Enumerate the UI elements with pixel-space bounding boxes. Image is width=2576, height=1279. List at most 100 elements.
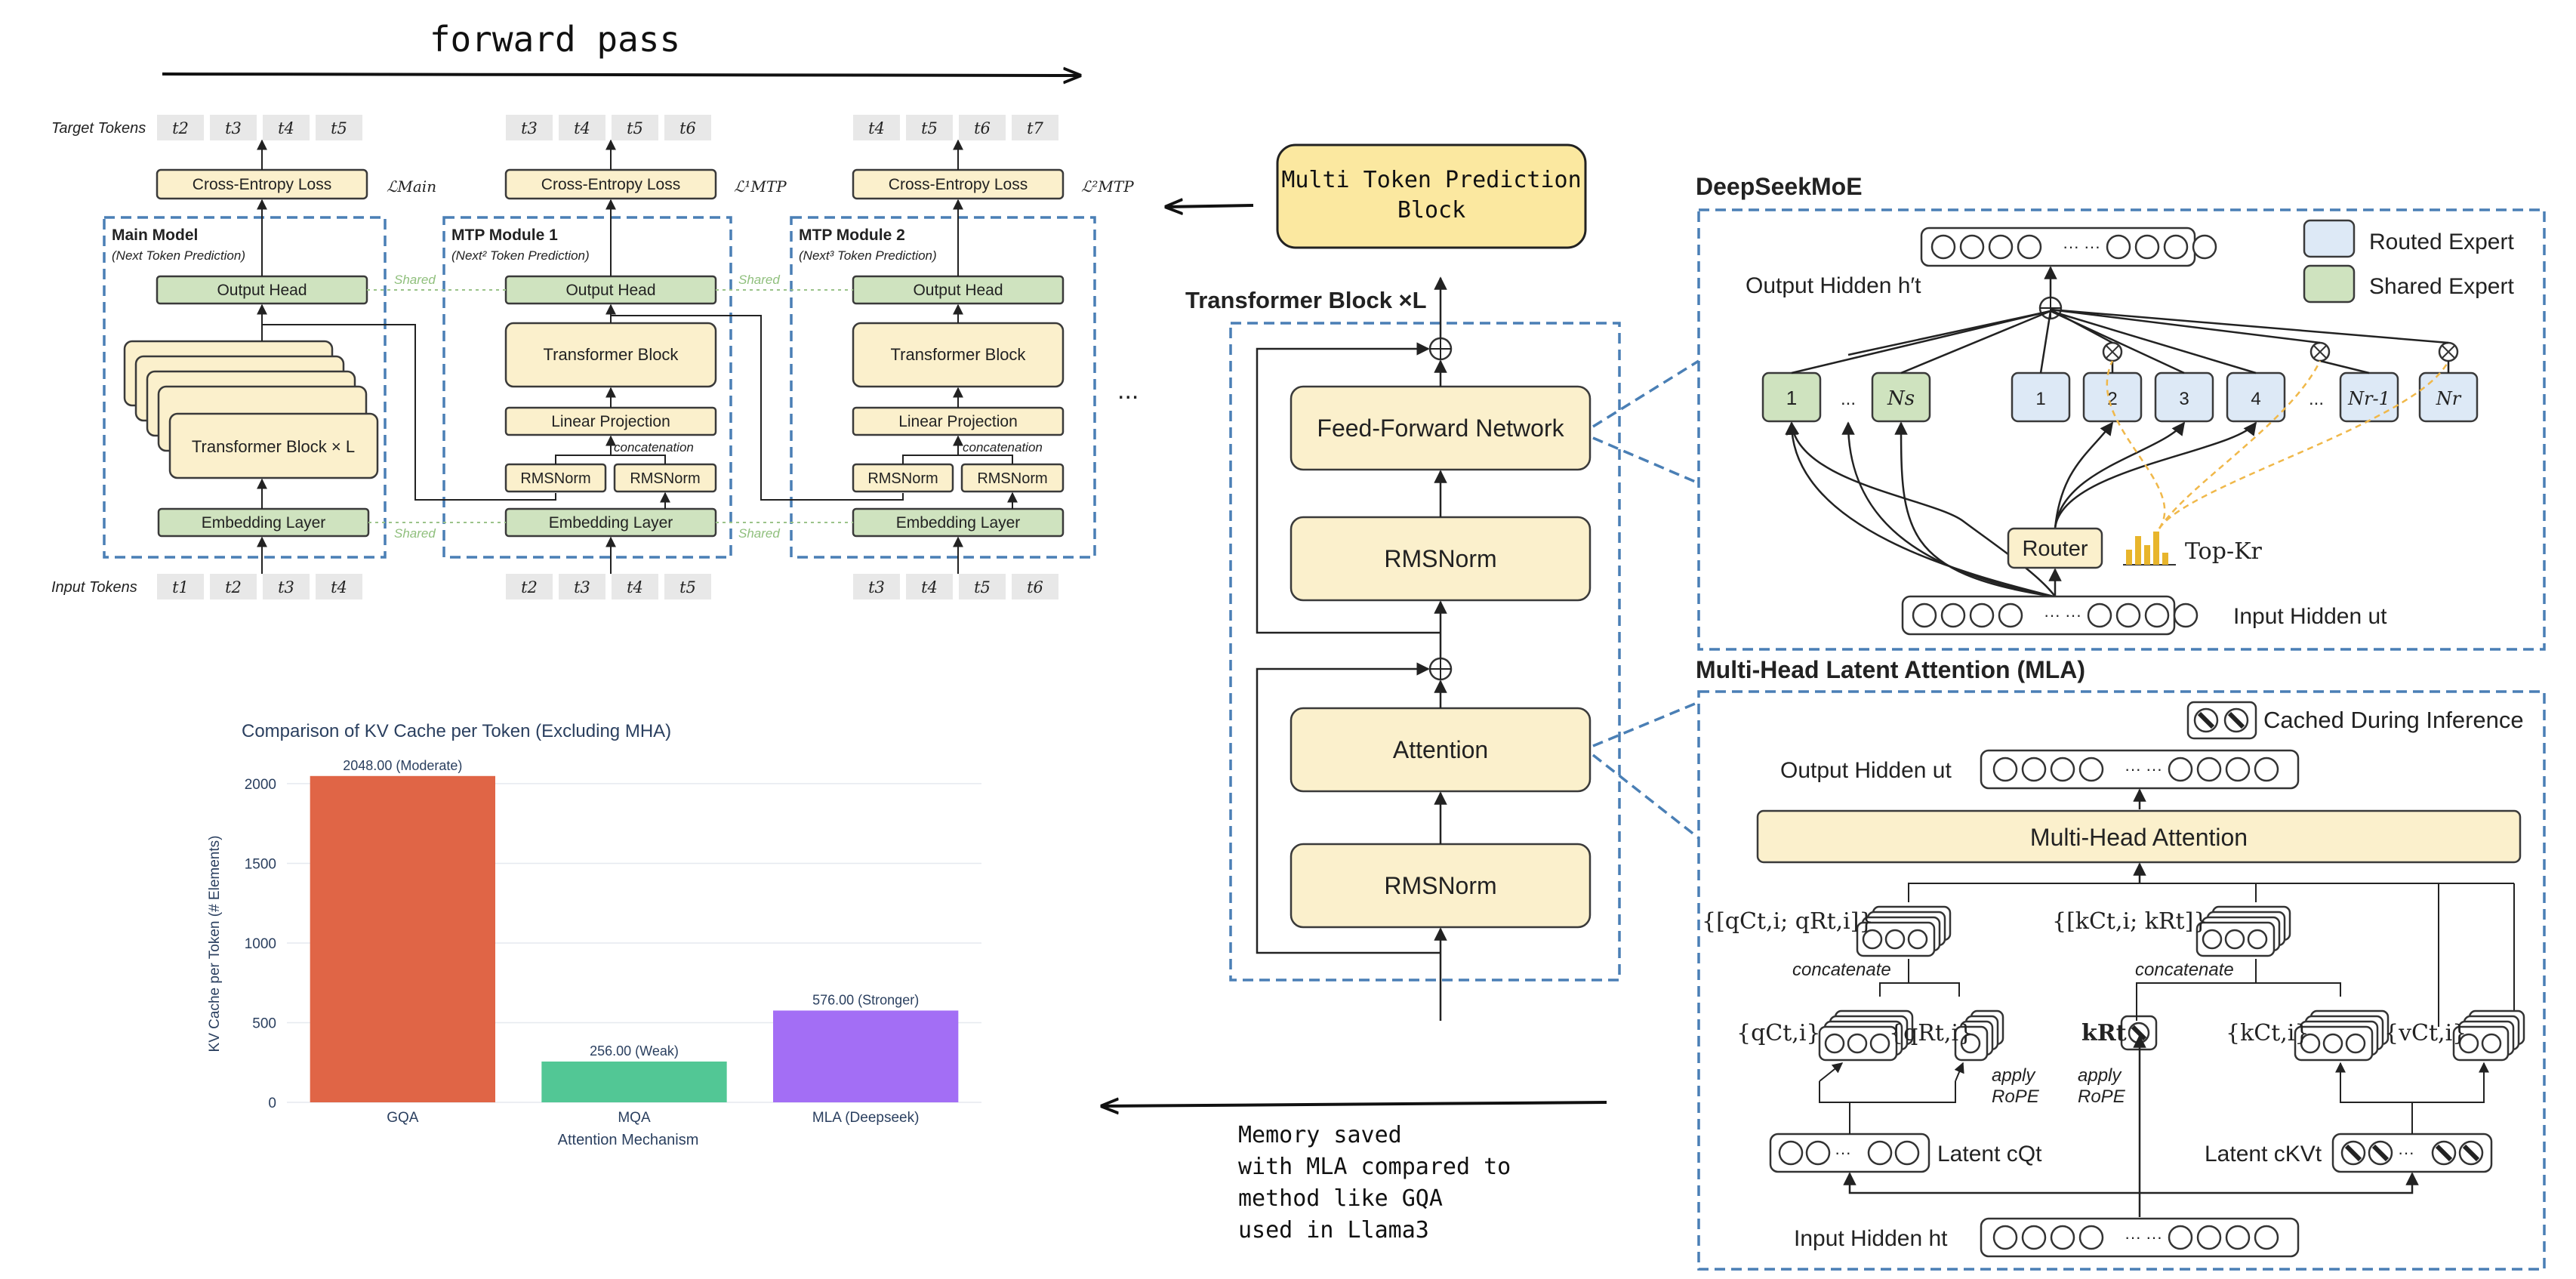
chart-ytick: 1500	[245, 856, 276, 872]
target-token-box	[959, 115, 1006, 140]
mla-stacks	[1818, 905, 2525, 1082]
vector-cell	[2087, 603, 2112, 628]
routed-expert-label: 4	[2251, 389, 2260, 409]
mtp2-rms1-label: RMSNorm	[867, 470, 938, 487]
mtp1-to-mtp2-link	[611, 315, 904, 501]
mla-title: Multi-Head Latent Attention (MLA)	[1696, 656, 2085, 683]
topk-gating-line	[2158, 360, 2322, 529]
legend-shared-swatch	[2303, 264, 2356, 304]
mla-output-dots: ··· ···	[1992, 757, 2279, 782]
expert-to-gate	[2319, 359, 2370, 374]
vector-cell	[1940, 603, 1966, 628]
vector-cell	[1992, 757, 2018, 782]
routed-expert-ellipsis: ...	[2309, 389, 2324, 409]
mtp1-transformer-label: Transformer Block	[544, 345, 679, 364]
target-token: t5	[627, 119, 643, 137]
tb-residual-2	[1256, 342, 1441, 634]
ffn-callout-bottom	[1592, 436, 1699, 485]
moe-input-label: Input Hidden ut	[2233, 604, 2387, 629]
transformer-block: Transformer Block ×L Feed-Forward Networ…	[1185, 276, 1700, 1021]
qr-label: {qRt,i}	[1889, 1020, 1973, 1046]
gate-mark	[2313, 345, 2327, 359]
routed-expert-label: 2	[2107, 389, 2117, 409]
cached-mark	[2435, 1144, 2453, 1162]
target-token-box	[263, 115, 310, 140]
vector-ellipsis: ··· ···	[2063, 237, 2100, 256]
mtp2-transformer-label: Transformer Block	[891, 345, 1027, 364]
expert-to-sum	[1900, 310, 2051, 374]
legend-routed-swatch	[2303, 219, 2356, 258]
input-to-shared	[1841, 421, 2054, 598]
rms-bottom-label: RMSNorm	[1384, 872, 1496, 899]
vector-ellipsis: ··· ···	[2125, 760, 2162, 778]
mtp1-linear-label: Linear Projection	[551, 413, 670, 430]
gate-to-sum	[2050, 308, 2321, 344]
input-to-shared	[1786, 421, 2057, 597]
mtp1-subtitle: (Next² Token Prediction)	[451, 248, 590, 263]
shared-expert-ellipsis: ...	[1841, 389, 1856, 409]
main-loss-label: Cross-Entropy Loss	[193, 176, 331, 193]
kr-label: kRt	[2081, 1020, 2127, 1046]
mtp2-concat-label: concatenation	[963, 440, 1043, 455]
vector-cell	[1988, 234, 2014, 260]
router-to-expert	[2054, 421, 2114, 529]
vector-cell	[2050, 757, 2075, 782]
head-cell	[2247, 929, 2268, 950]
target-token: t4	[574, 119, 590, 137]
lq-to-qr-a	[1850, 1081, 1956, 1103]
shared-label-3: Shared	[394, 526, 436, 541]
vector-cell	[2021, 1225, 2047, 1250]
chart-category-label: GQA	[387, 1110, 419, 1126]
target-token-box	[853, 115, 900, 140]
forward-pass-header: forward pass	[162, 19, 1080, 76]
head-cell	[1847, 1033, 1868, 1054]
vector-cell	[2254, 1225, 2279, 1250]
moe-output-label: Output Hidden h′t	[1746, 273, 1921, 298]
memory-note-line3: method like GQA	[1238, 1185, 1443, 1212]
mtp2-linear-label: Linear Projection	[898, 413, 1018, 430]
input-token-box	[906, 574, 953, 599]
vector-cell	[1930, 234, 1956, 260]
mla-frame	[1697, 690, 2546, 1271]
qc-label: {qCt,i}	[1736, 1020, 1821, 1046]
input-token-box	[612, 574, 658, 599]
target-token: t2	[172, 119, 189, 137]
rms-top-label: RMSNorm	[1384, 545, 1496, 572]
apply-rope-2: apply	[2078, 1065, 2122, 1086]
routed-expert-label: 3	[2179, 389, 2189, 409]
routed-expert-label: 1	[2035, 389, 2045, 409]
shared-label-4: Shared	[738, 526, 780, 541]
legend-routed-label: Routed Expert	[2369, 230, 2514, 254]
forward-pass-title: forward pass	[430, 19, 680, 60]
input-token-box	[853, 574, 900, 599]
cached-mark	[2197, 711, 2215, 729]
target-token-box	[664, 115, 711, 140]
input-token-box	[559, 574, 605, 599]
rope-2: RoPE	[2078, 1086, 2126, 1107]
target-token: t4	[278, 119, 294, 137]
expert-to-sum	[2039, 310, 2052, 374]
head-cell	[2224, 929, 2245, 950]
router-label: Router	[2022, 537, 2088, 561]
deepseekmoe-panel: DeepSeekMoE ··· ··· Output Hidden h′t Ro…	[1696, 173, 2546, 651]
moe-input-dots: ··· ···	[1912, 603, 2199, 628]
q-concat-label: {[qCt,i; qRt,i]}	[1702, 908, 1874, 935]
latent-kv-label: Latent cKVt	[2205, 1142, 2322, 1167]
vector-cell	[2196, 757, 2222, 782]
k-concat-label: {[kCt,i; kRt]}	[2052, 908, 2208, 935]
deepseekmoe-title: DeepSeekMoE	[1696, 173, 1863, 200]
chart-data-label: 2048.00 (Moderate)	[343, 758, 462, 773]
mtp1-loss-label: Cross-Entropy Loss	[541, 176, 680, 193]
expert-to-sum	[2050, 310, 2257, 374]
concat-1-label: concatenate	[1792, 960, 1891, 980]
mtp-callout: Multi Token Prediction Block	[1166, 143, 1587, 249]
mla-input-label: Input Hidden ht	[1794, 1226, 1948, 1251]
shared-label-1: Shared	[394, 273, 436, 287]
router-box	[2007, 527, 2103, 569]
mha-label: Multi-Head Attention	[2030, 824, 2248, 851]
mtp1-rms1-label: RMSNorm	[520, 470, 590, 487]
vector-cell	[2115, 603, 2141, 628]
q-concat-join	[1879, 959, 1909, 997]
